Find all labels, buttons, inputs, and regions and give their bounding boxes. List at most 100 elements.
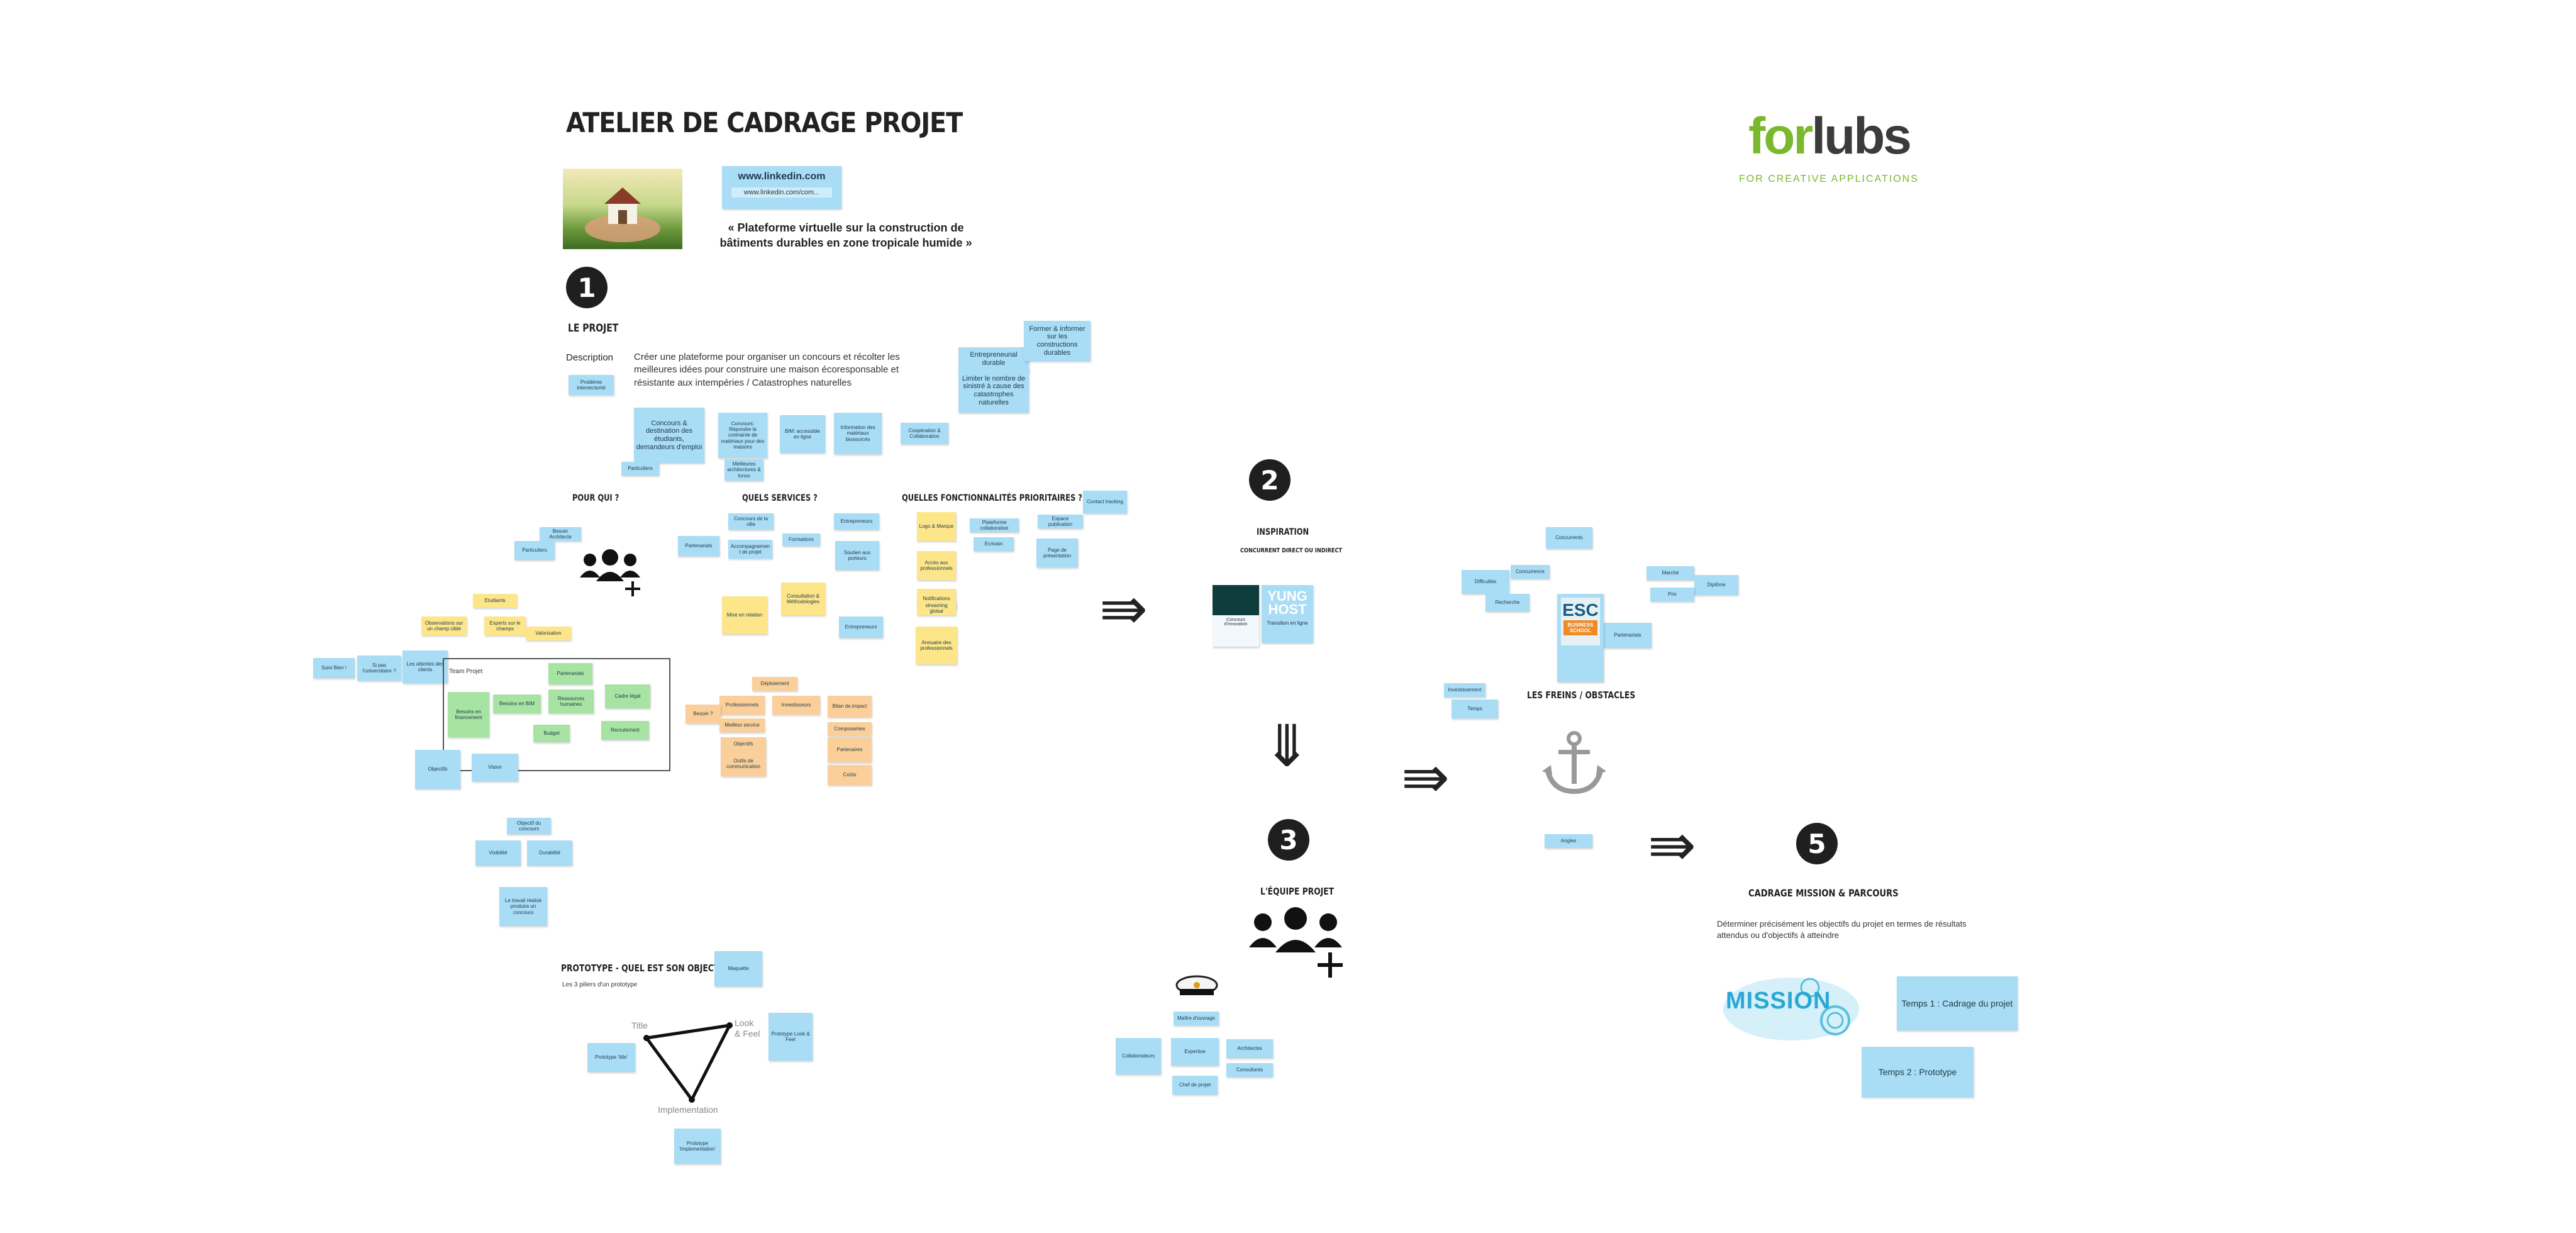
mission-illustration: MISSION	[1716, 962, 1867, 1044]
sticky-note[interactable]: Accompagnement de projet	[728, 540, 772, 559]
sticky-note[interactable]: Consultation & Méthodologies	[781, 583, 825, 615]
project-tagline: « Plateforme virtuelle sur la constructi…	[704, 220, 987, 251]
sticky-note[interactable]: Les attentes des clients	[402, 650, 448, 683]
sticky-note[interactable]: Budget	[533, 725, 570, 742]
sticky-note[interactable]: Page de présentation	[1036, 538, 1078, 567]
sticky-note[interactable]: Annuaire des professionnels	[916, 627, 957, 664]
sticky-note[interactable]: Diplôme	[1694, 575, 1738, 595]
inspiration-card[interactable]: Concours d'innovation	[1213, 585, 1259, 647]
sticky-note[interactable]: Objectifs	[415, 750, 460, 789]
sticky-note[interactable]: Logo & Marque	[917, 512, 956, 541]
sticky-note[interactable]: Partenariats	[1604, 623, 1652, 648]
quels-services-heading: QUELS SERVICES ?	[742, 493, 818, 503]
sticky-note[interactable]: Maquette	[714, 951, 762, 986]
sticky-note[interactable]: Prototype Look & Feel	[769, 1013, 813, 1061]
sticky-note[interactable]: Valorisation	[526, 627, 571, 640]
sticky-note[interactable]: Recrutement	[601, 721, 649, 740]
sticky-note[interactable]: Maître d'ouvrage	[1174, 1012, 1219, 1025]
sticky-note[interactable]: Déploiement	[752, 677, 797, 691]
sticky-note[interactable]: BIM: accessible en ligne	[780, 415, 825, 453]
sticky-note[interactable]: Composantes	[828, 722, 872, 736]
sticky-note[interactable]: Besoins en financement	[448, 692, 489, 737]
sticky-note[interactable]: Durabilité	[527, 840, 572, 866]
sticky-note[interactable]: Besoin Architecte	[540, 527, 581, 541]
sticky-note[interactable]: Visibilité	[475, 840, 521, 866]
sticky-note[interactable]: Concours de la ville	[728, 513, 774, 530]
sticky-note[interactable]: Problème intersectoriel	[569, 375, 614, 395]
sticky-note[interactable]: Collaborateurs	[1116, 1038, 1161, 1074]
sticky-note[interactable]: Contact tracking	[1083, 491, 1127, 513]
link-url[interactable]: www.linkedin.com/com...	[731, 187, 832, 198]
sticky-note[interactable]: Suivi Bien !	[313, 658, 355, 678]
sticky-note[interactable]: Recherche	[1485, 594, 1530, 611]
sticky-note[interactable]: Professionnels	[719, 696, 765, 715]
step-2-badge: 2	[1249, 459, 1291, 501]
sticky-note[interactable]: Outils de communication	[721, 751, 766, 776]
sticky-note[interactable]: Objectifs	[721, 737, 766, 751]
sticky-note[interactable]: Architectes	[1226, 1039, 1273, 1058]
inspiration-card[interactable]: YUNG HOST Transition en ligne	[1262, 585, 1313, 643]
sticky-note[interactable]: Formations	[782, 533, 820, 546]
step-5-badge: 5	[1796, 823, 1838, 864]
sticky-note[interactable]: Investissement	[1444, 683, 1485, 697]
sticky-note[interactable]: Prix	[1650, 588, 1694, 601]
sticky-note[interactable]: Cadre légal	[605, 684, 650, 708]
team-people-icon	[1246, 906, 1347, 985]
sticky-note[interactable]: Vision	[472, 754, 518, 781]
sticky-note[interactable]: Accès aux professionnels	[917, 551, 956, 580]
sticky-note[interactable]: Besoin ?	[686, 705, 721, 723]
sticky-note[interactable]: Concurrents	[1546, 527, 1592, 549]
sticky-note[interactable]: Partenaires	[828, 737, 872, 762]
sticky-note[interactable]: Limiter le nombre de sinistré à cause de…	[958, 369, 1029, 413]
sticky-note[interactable]: Expertise	[1171, 1038, 1219, 1066]
sticky-note[interactable]: Angles	[1545, 834, 1592, 848]
sticky-note[interactable]: Information des matériaux biosourcés	[834, 413, 882, 454]
sticky-note[interactable]: Particuliers	[514, 541, 555, 560]
sticky-note[interactable]: Plateforme collaborative	[970, 518, 1019, 532]
sticky-note[interactable]: Concurrence	[1511, 565, 1550, 579]
sticky-note[interactable]: Besoins en BIM	[493, 695, 541, 713]
sticky-note[interactable]: Particuliers	[621, 462, 659, 476]
sticky-note[interactable]: Investisseurs	[772, 696, 820, 715]
sticky-note[interactable]: Coûts	[828, 765, 872, 785]
sticky-note[interactable]: Objectif du concours	[507, 818, 551, 834]
sticky-note[interactable]: Partenariats	[548, 663, 592, 684]
sticky-note[interactable]: Temps	[1452, 700, 1498, 718]
sticky-note[interactable]: Meilleures architectures & Innov	[724, 459, 763, 481]
sticky-note[interactable]: Meilleur service	[719, 718, 765, 732]
sticky-note[interactable]: Bilan de impact	[828, 696, 872, 717]
sticky-note[interactable]: Partenariats	[678, 536, 719, 556]
sticky-note[interactable]: Espace publication	[1038, 515, 1083, 528]
linkedin-link-card[interactable]: www.linkedin.com www.linkedin.com/com...	[722, 166, 841, 209]
sticky-note[interactable]: Prototype 'title'	[587, 1043, 635, 1072]
sticky-note[interactable]: Difficultés	[1462, 570, 1509, 594]
sticky-note[interactable]: Marché	[1646, 566, 1694, 580]
sticky-note[interactable]: Coopération & Collaboration	[901, 423, 948, 444]
project-description: Créer une plateforme pour organiser un c…	[634, 351, 936, 389]
sticky-note[interactable]: Entrepreneurs	[834, 513, 879, 530]
sticky-note[interactable]: Temps 1 : Cadrage du projet	[1897, 976, 2018, 1030]
sticky-note[interactable]: Temps 2 : Prototype	[1862, 1047, 1974, 1097]
sticky-note[interactable]: Etudiants	[473, 594, 517, 608]
cadrage-heading: CADRAGE MISSION & PARCOURS	[1748, 887, 1899, 899]
esc-business-school-card[interactable]: ESC BUSINESS SCHOOL	[1557, 594, 1604, 682]
sticky-note[interactable]: Observations sur un champ ciblé	[421, 616, 467, 635]
sticky-note[interactable]: Concours & destination des étudiants, de…	[634, 408, 704, 463]
sticky-note[interactable]: Mise en relation	[722, 596, 767, 634]
sticky-note[interactable]: Prototype 'Implementation'	[674, 1129, 721, 1164]
sticky-note[interactable]: streaming global	[917, 601, 956, 615]
pillar-title-label: Title	[631, 1020, 648, 1030]
sticky-note[interactable]: Si pas l'universitaire ?	[357, 656, 401, 681]
sticky-note[interactable]: Consultants	[1226, 1063, 1273, 1077]
sticky-note[interactable]: Entrepreneurs	[839, 616, 883, 638]
sticky-note[interactable]: Ressources humaines	[548, 689, 594, 713]
sticky-note[interactable]: Soutien aux porteurs	[835, 541, 879, 570]
sticky-note[interactable]: Former & informer sur les constructions …	[1024, 321, 1091, 361]
sticky-note[interactable]: Chef de projet	[1172, 1076, 1218, 1095]
sticky-note[interactable]: Concours: Répondre la contrainte de maté…	[718, 413, 767, 458]
sticky-note[interactable]: Ecrivain	[974, 537, 1014, 551]
sticky-note[interactable]: Experts sur le champs	[484, 616, 526, 635]
captain-hat-icon	[1175, 974, 1219, 1005]
sticky-note[interactable]: Le travail réalisé produira un concours	[499, 887, 547, 926]
sticky-note[interactable]: Entrepreneurial durable	[958, 347, 1029, 371]
